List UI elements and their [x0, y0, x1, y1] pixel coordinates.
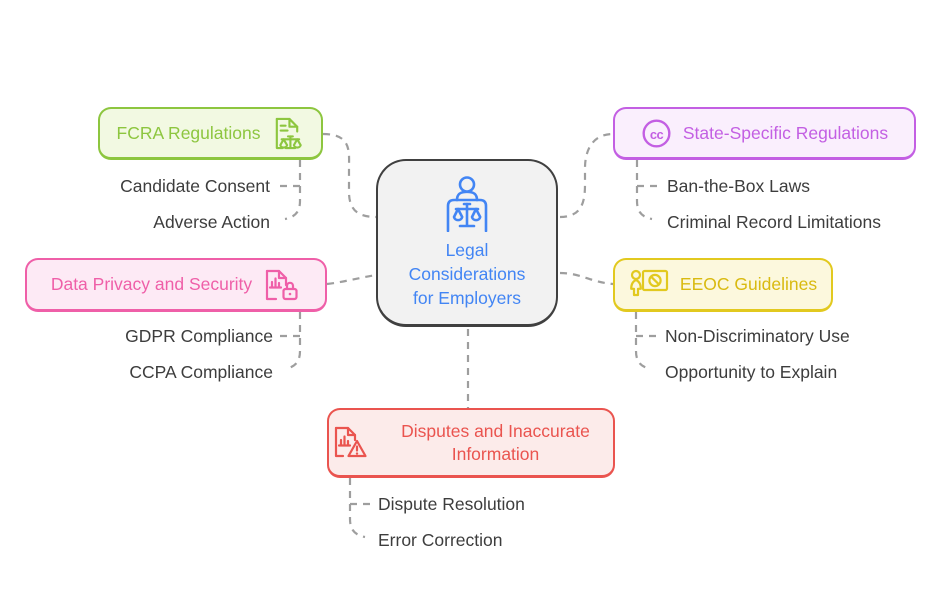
- chart-warning-icon: [331, 423, 369, 463]
- branch-label-state: State-Specific Regulations: [682, 122, 889, 143]
- central-topic[interactable]: Legal Considerations for Employers: [376, 159, 558, 327]
- branch-state-specific-regulations[interactable]: cc State-Specific Regulations: [613, 107, 916, 160]
- leaf-ban-the-box-laws[interactable]: Ban-the-Box Laws: [667, 176, 810, 196]
- leaf-opportunity-to-explain[interactable]: Opportunity to Explain: [665, 362, 838, 382]
- branch-eeoc-guidelines[interactable]: EEOC Guidelines: [613, 258, 833, 312]
- leaf-dispute-resolution[interactable]: Dispute Resolution: [378, 494, 525, 514]
- branch-data-privacy-security[interactable]: Data Privacy and Security: [25, 258, 327, 312]
- connector-privacy-center: [326, 273, 377, 286]
- leaf-error-correction[interactable]: Error Correction: [378, 530, 503, 550]
- connector-privacy-children: [284, 312, 302, 371]
- leaf-candidate-consent[interactable]: Candidate Consent: [120, 176, 270, 196]
- central-topic-title: Legal Considerations for Employers: [408, 239, 526, 308]
- leaf-adverse-action[interactable]: Adverse Action: [153, 212, 270, 232]
- connector-disputes-children: [348, 478, 366, 539]
- connector-center-eeoc: [559, 271, 614, 286]
- presenter-board-icon: [629, 268, 669, 302]
- connector-eeoc-children: [634, 312, 652, 371]
- leaf-ccpa-compliance[interactable]: CCPA Compliance: [129, 362, 273, 382]
- branch-label-fcra: FCRA Regulations: [116, 122, 261, 143]
- connector-fcra-center: [322, 132, 377, 219]
- chart-lock-icon: [263, 267, 301, 303]
- svg-text:cc: cc: [650, 127, 664, 142]
- branch-label-disputes: Disputes and Inaccurate Information: [401, 420, 590, 464]
- branch-fcra-regulations[interactable]: FCRA Regulations: [98, 107, 323, 160]
- cc-circle-icon: cc: [641, 118, 672, 149]
- person-scales-icon: [444, 175, 490, 232]
- connector-fcra-children: [284, 160, 302, 221]
- branch-label-eeoc: EEOC Guidelines: [679, 274, 818, 294]
- leaf-criminal-record-limitations[interactable]: Criminal Record Limitations: [667, 212, 881, 232]
- branch-label-privacy: Data Privacy and Security: [50, 274, 253, 294]
- document-scales-icon: [271, 115, 304, 152]
- connector-center-state: [559, 132, 614, 219]
- leaf-non-discriminatory-use[interactable]: Non-Discriminatory Use: [665, 326, 850, 346]
- leaf-gdpr-compliance[interactable]: GDPR Compliance: [125, 326, 273, 346]
- connector-state-children: [635, 160, 653, 221]
- branch-disputes-inaccurate-information[interactable]: Disputes and Inaccurate Information: [327, 408, 615, 478]
